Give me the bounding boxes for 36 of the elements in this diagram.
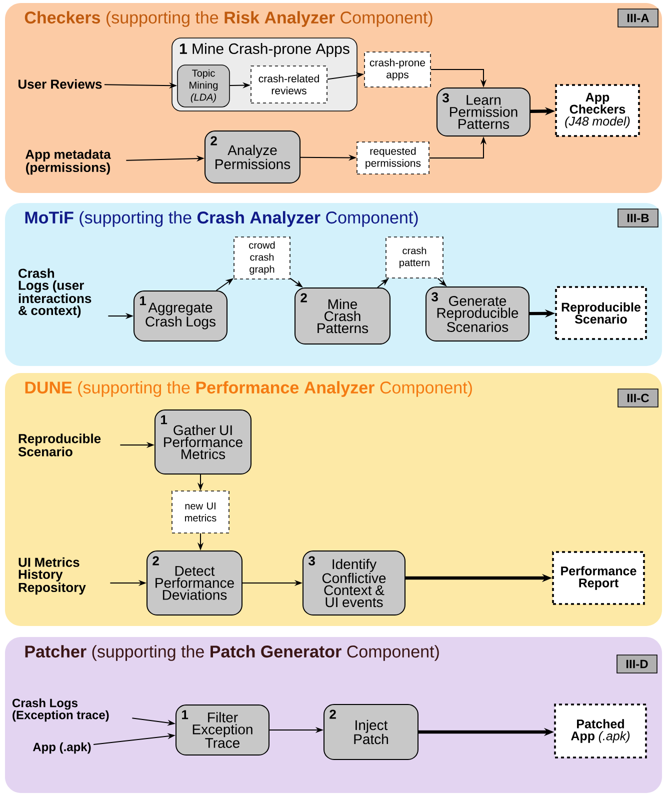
result-box: Performance Report	[552, 551, 645, 605]
data-box: crash pattern	[386, 236, 444, 278]
panel-heading: Checkers (supporting the Risk Analyzer Component)	[24, 11, 432, 27]
section-tag: III-D	[616, 654, 658, 674]
step-number: 3	[432, 292, 438, 302]
step-number: 2	[330, 710, 336, 719]
input-label: App metadata (permissions)	[26, 149, 111, 175]
data-box: new UI metrics	[172, 490, 230, 534]
input-label: User Reviews	[18, 79, 102, 89]
panel-heading: MoTiF (supporting the Crash Analyzer Component)	[25, 211, 418, 227]
step-number: 3	[308, 556, 315, 566]
input-label: UI Metrics History Repository	[18, 557, 86, 595]
result-box: Reproducible Scenario	[555, 286, 647, 340]
input-label: Crash Logs (Exception trace)	[12, 698, 109, 722]
step-number: 1	[182, 710, 188, 720]
result-box: App Checkers (J48 model)	[555, 84, 640, 137]
result-box: Patched App (.apk)	[554, 704, 647, 758]
process-box: Topic Mining (LDA)	[177, 64, 230, 108]
panel-heading: Patcher (supporting the Patch Generator Component)	[25, 645, 439, 661]
step-number: 1	[161, 415, 168, 424]
section-tag: III-A	[618, 8, 658, 28]
data-box: requested permissions	[356, 142, 430, 174]
step-number: 2	[210, 136, 217, 146]
section-tag: III-B	[618, 208, 658, 228]
step-number: 2	[152, 556, 159, 566]
panel-heading: DUNE (supporting the Performance Analyzer Component)	[25, 381, 472, 397]
input-label: Reproducible Scenario	[18, 434, 101, 456]
input-label: App (.apk)	[32, 742, 91, 754]
data-box: crash-prone apps	[364, 52, 431, 88]
section-tag: III-C	[618, 388, 658, 408]
step-number: 3	[442, 93, 449, 102]
input-label: Crash Logs (user interactions & context)	[18, 268, 92, 318]
step-number: 1	[140, 296, 146, 306]
step-number: 2	[300, 293, 307, 302]
data-box: crash-related reviews	[250, 66, 328, 104]
data-box: crowd crash graph	[234, 236, 290, 280]
